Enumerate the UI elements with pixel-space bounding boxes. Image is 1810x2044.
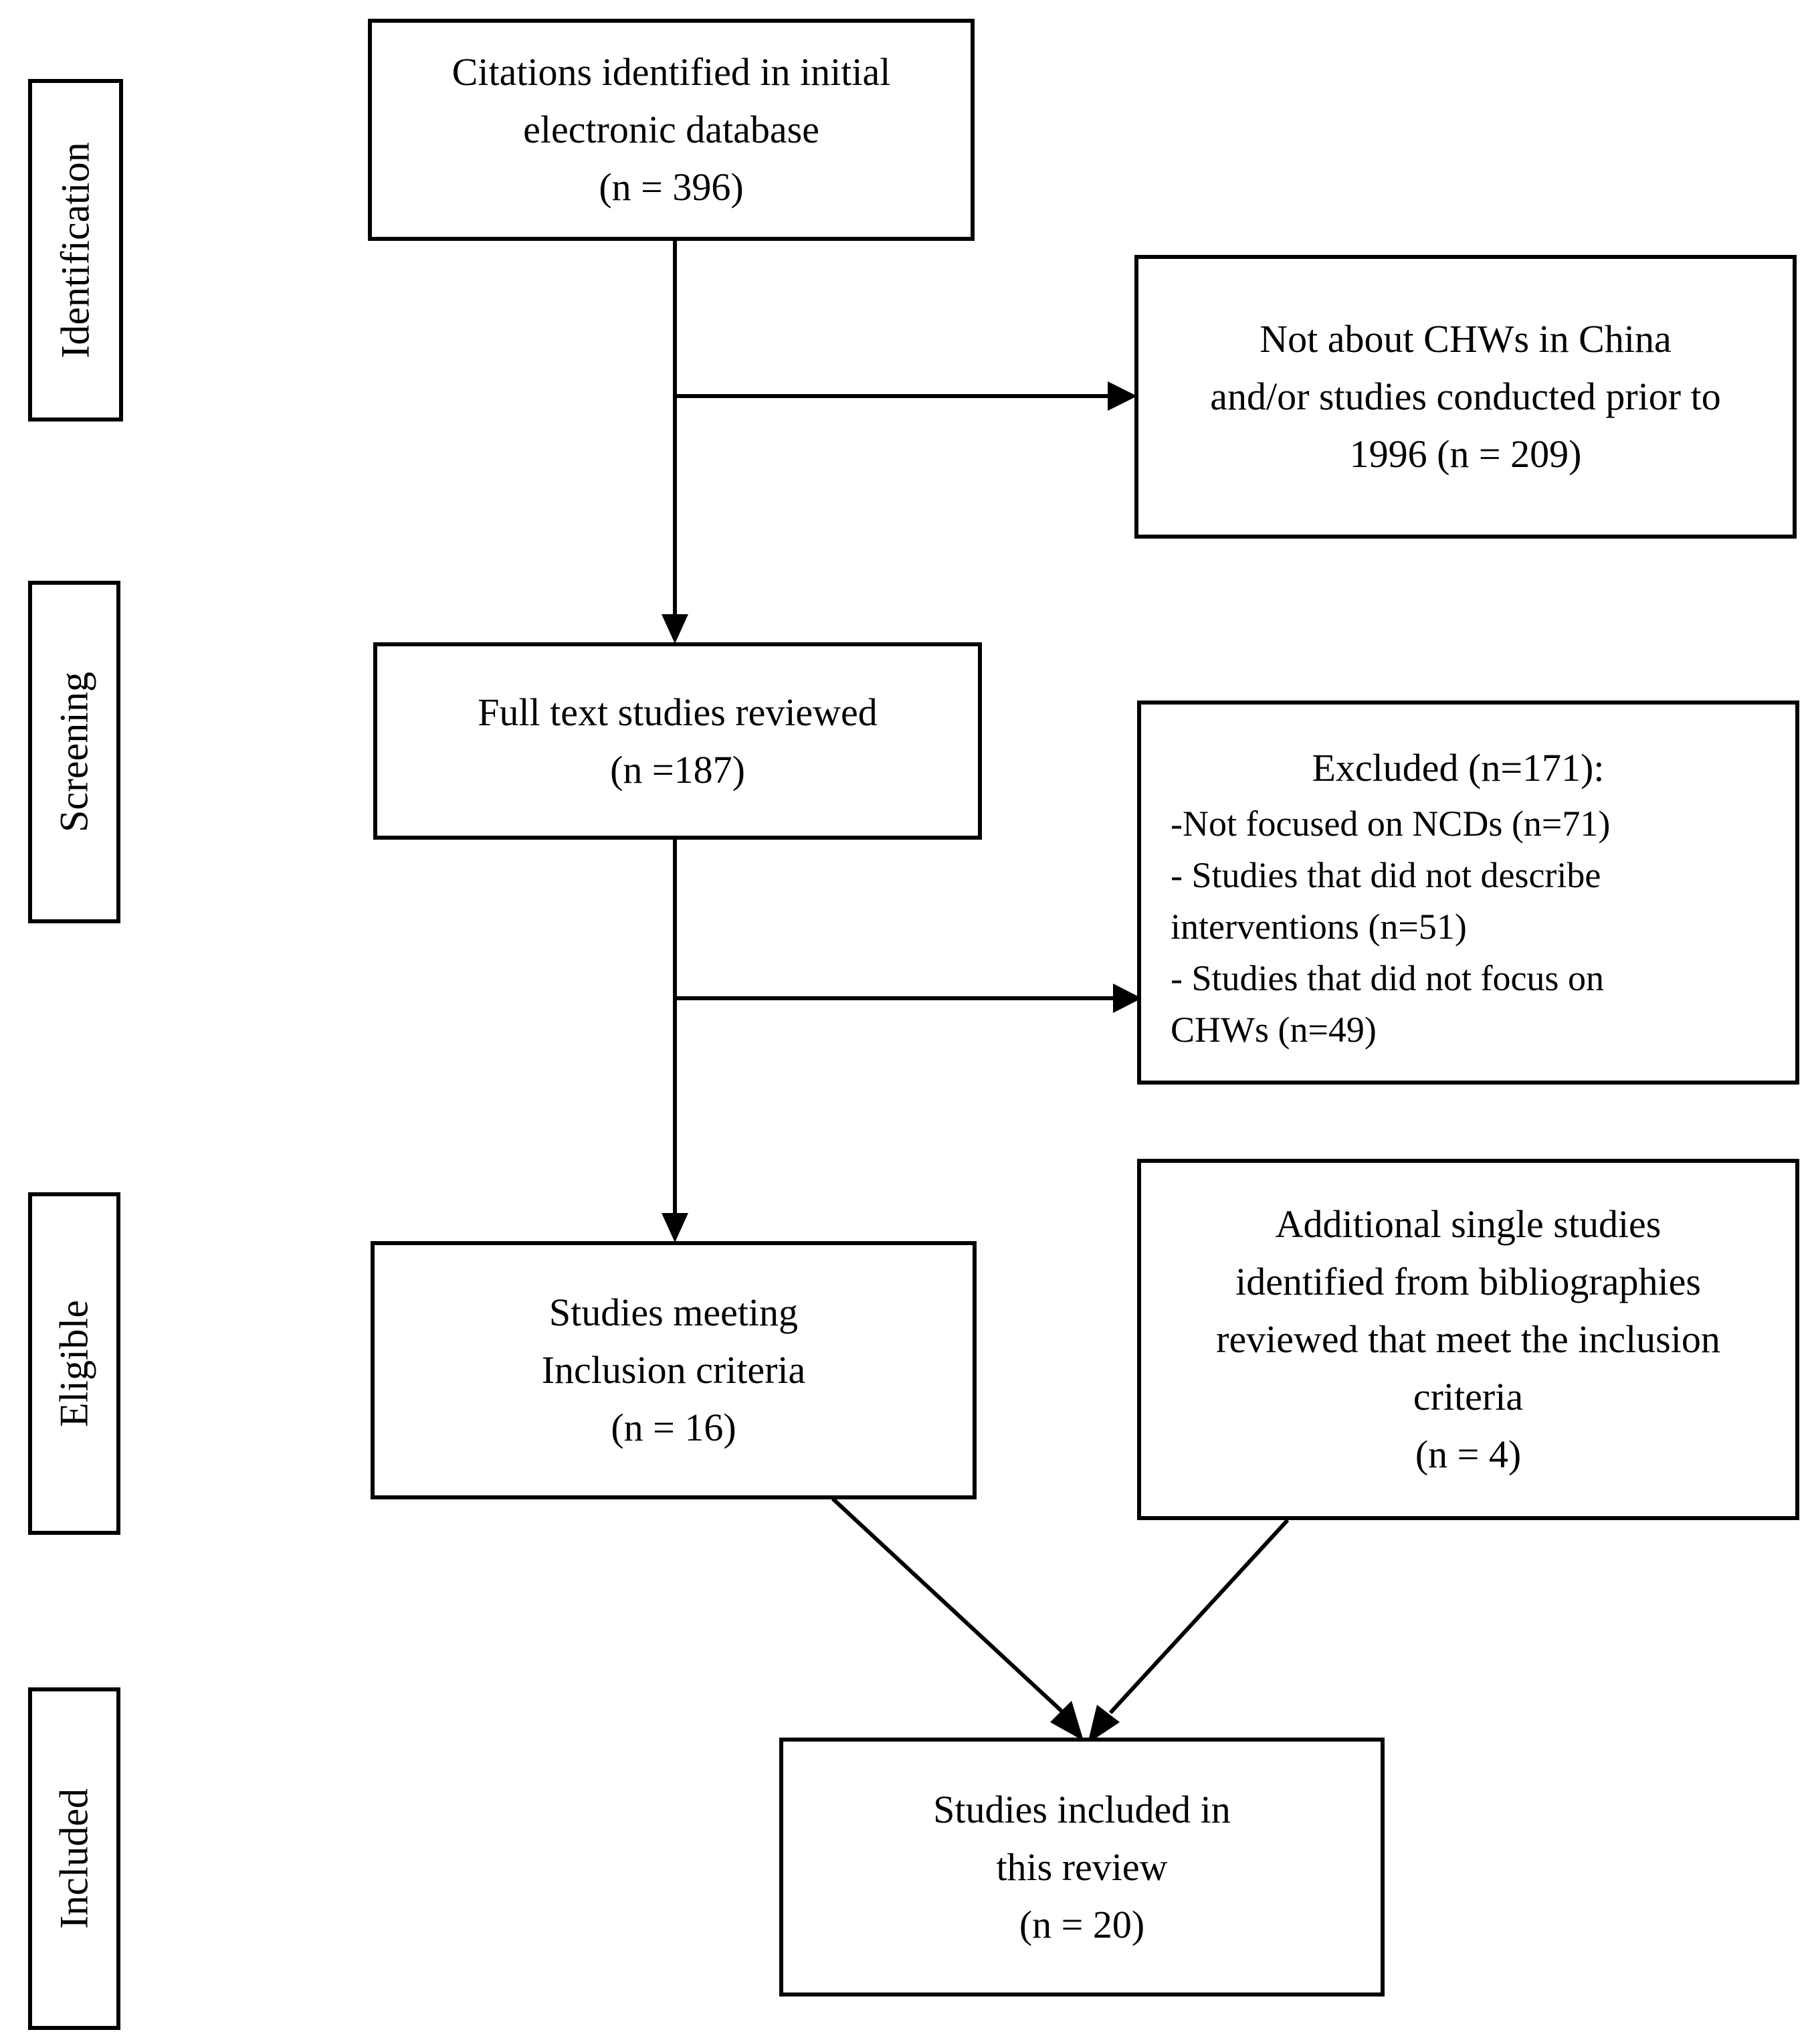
arrowhead-fulltext xyxy=(662,614,688,644)
stage-included: Included xyxy=(28,1687,120,2030)
additional-line-4: criteria xyxy=(1413,1375,1524,1418)
excluded-reason-2b: interventions (n=51) xyxy=(1171,907,1467,947)
stage-included-label: Included xyxy=(52,1788,96,1929)
citations-line-1: Citations identified in initial xyxy=(451,50,891,94)
meeting-line-2: Inclusion criteria xyxy=(541,1348,806,1392)
not-about-line-1: Not about CHWs in China xyxy=(1260,317,1672,361)
stage-screening: Screening xyxy=(28,581,120,923)
stage-screening-label: Screening xyxy=(52,672,96,832)
box-additional-studies: Additional single studies identified fro… xyxy=(1137,1159,1799,1520)
stage-eligible-label: Eligible xyxy=(52,1300,96,1427)
additional-count: (n = 4) xyxy=(1415,1432,1522,1476)
full-text-line-1: Full text studies reviewed xyxy=(478,690,878,734)
arrowhead-included-left xyxy=(1050,1701,1084,1741)
box-excluded: Excluded (n=171): -Not focused on NCDs (… xyxy=(1137,701,1799,1085)
excluded-reason-2: - Studies that did not describe xyxy=(1171,855,1601,895)
box-full-text-reviewed: Full text studies reviewed (n =187) xyxy=(373,642,982,840)
included-line-2: this review xyxy=(996,1845,1168,1889)
arrow-additional-to-included xyxy=(1108,1518,1290,1715)
stage-eligible: Eligible xyxy=(28,1192,120,1535)
additional-line-2: identified from bibliographies xyxy=(1235,1260,1701,1303)
box-studies-included: Studies included in this review (n = 20) xyxy=(779,1738,1385,1996)
not-about-line-2: and/or studies conducted prior to xyxy=(1210,375,1721,418)
citations-count: (n = 396) xyxy=(599,165,744,209)
excluded-title: Excluded (n=171): xyxy=(1312,746,1605,789)
citations-line-2: electronic database xyxy=(523,108,819,151)
excluded-reason-1: -Not focused on NCDs (n=71) xyxy=(1171,804,1611,844)
meeting-line-1: Studies meeting xyxy=(548,1291,799,1334)
included-line-1: Studies included in xyxy=(933,1787,1231,1831)
full-text-count: (n =187) xyxy=(610,747,745,792)
arrowhead-included-right xyxy=(1088,1705,1120,1744)
box-citations-identified: Citations identified in initial electron… xyxy=(368,19,975,241)
meeting-count: (n = 16) xyxy=(611,1406,736,1449)
arrowhead-meeting xyxy=(662,1213,688,1242)
arrowhead-excluded xyxy=(1113,984,1142,1013)
box-not-about-chws: Not about CHWs in China and/or studies c… xyxy=(1134,255,1797,539)
not-about-line-3: 1996 (n = 209) xyxy=(1349,432,1582,476)
excluded-reason-3: - Studies that did not focus on xyxy=(1171,958,1604,998)
excluded-reason-3b: CHWs (n=49) xyxy=(1171,1010,1377,1050)
additional-line-1: Additional single studies xyxy=(1275,1202,1662,1246)
arrow-meeting-to-included xyxy=(831,1497,1066,1715)
box-studies-meeting-criteria: Studies meeting Inclusion criteria (n = … xyxy=(371,1241,977,1499)
stage-identification-label: Identification xyxy=(53,142,98,359)
included-count: (n = 20) xyxy=(1019,1902,1145,1946)
additional-line-3: reviewed that meet the inclusion xyxy=(1216,1317,1720,1361)
arrowhead-not-about xyxy=(1108,381,1137,411)
stage-identification: Identification xyxy=(28,79,123,422)
